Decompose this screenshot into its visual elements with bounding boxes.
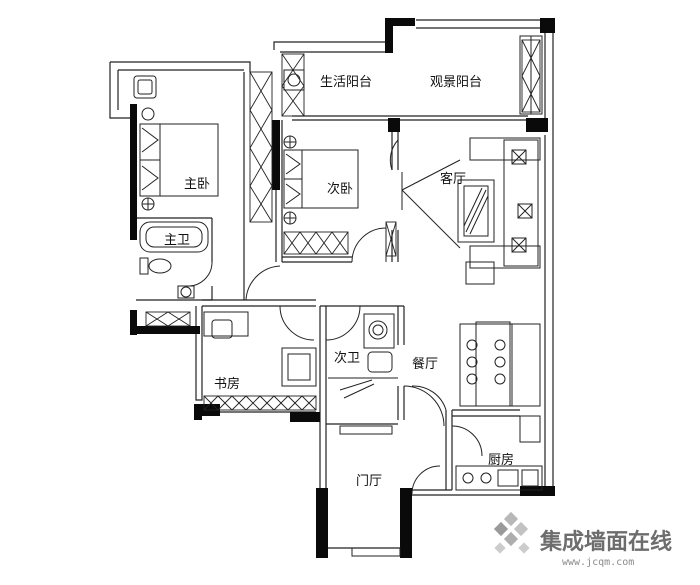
wardrobes	[145, 39, 541, 411]
watermark-brand: 集成墙面在线	[539, 529, 672, 555]
label-foyer: 门厅	[356, 474, 382, 489]
label-dining-room: 餐厅	[412, 356, 438, 372]
room-labels: 生活阳台 观景阳台 主卧 次卧 客厅 主卫 次卫 餐厅 书房 厨房 门厅	[164, 75, 514, 489]
label-second-bedroom: 次卧	[327, 181, 353, 197]
windows	[339, 35, 543, 557]
label-kitchen: 厨房	[488, 452, 514, 468]
label-view-balcony: 观景阳台	[430, 75, 482, 90]
label-second-bath: 次卫	[334, 350, 360, 366]
furniture	[133, 69, 543, 495]
label-study: 书房	[214, 376, 240, 392]
thin-walls	[109, 19, 554, 556]
label-master-bedroom: 主卧	[184, 177, 210, 192]
label-living-room: 客厅	[440, 171, 466, 187]
watermark-url: www.jcqm.com	[562, 557, 634, 568]
label-living-balcony: 生活阳台	[320, 75, 372, 90]
watermark: 集成墙面在线 www.jcqm.com	[493, 511, 672, 568]
watermark-logo-icon	[493, 511, 530, 554]
label-master-bath: 主卫	[164, 233, 190, 248]
thick-walls	[130, 18, 555, 558]
